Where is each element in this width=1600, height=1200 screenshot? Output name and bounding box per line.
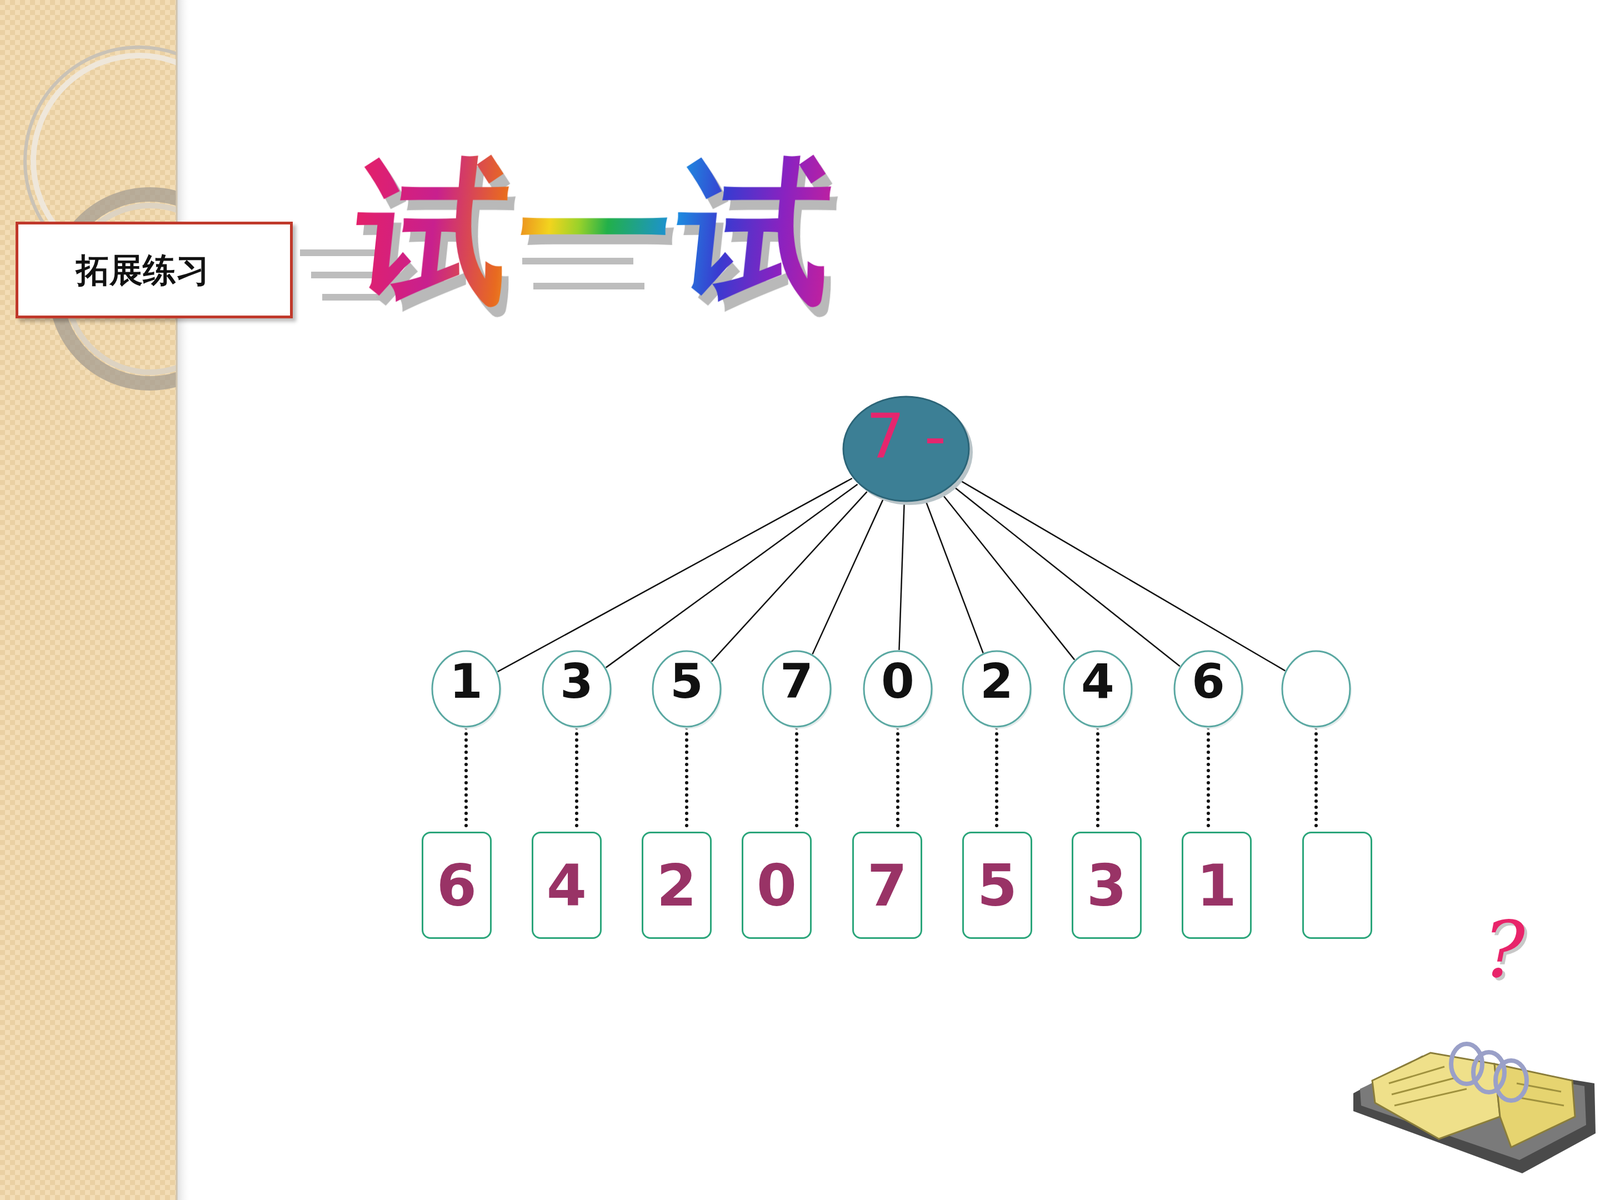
number-text: 4 bbox=[1081, 657, 1115, 705]
ellipse-fill bbox=[843, 396, 969, 502]
dotted-connector bbox=[575, 727, 579, 832]
number-circle: 4 bbox=[1062, 650, 1133, 728]
answer-number: 6 bbox=[436, 856, 477, 915]
dotted-connector bbox=[1096, 727, 1100, 832]
answer-box: 5 bbox=[962, 831, 1033, 939]
number-text: 5 bbox=[670, 657, 704, 705]
ring bbox=[1451, 1043, 1483, 1084]
ellipse-outline bbox=[432, 651, 500, 727]
ellipse-outline bbox=[863, 651, 932, 727]
dotted-connector bbox=[1206, 727, 1210, 832]
number-circle bbox=[1281, 650, 1352, 728]
number-text: 7 bbox=[780, 657, 814, 705]
ellipse-outline bbox=[652, 651, 721, 727]
dotted-connector bbox=[795, 727, 799, 832]
number-circle: 6 bbox=[1173, 650, 1244, 728]
number-text: 2 bbox=[980, 657, 1014, 705]
branch-line bbox=[925, 500, 984, 654]
dotted-connector bbox=[995, 727, 999, 832]
question-mark: ? bbox=[1483, 911, 1525, 989]
text-line bbox=[1391, 1077, 1456, 1095]
answer-number: 3 bbox=[1086, 856, 1127, 915]
title-wordart: 试一试 bbox=[345, 138, 849, 326]
branch-line bbox=[497, 478, 853, 672]
ellipse-outline bbox=[1063, 651, 1132, 727]
number-ellipse bbox=[1281, 650, 1352, 728]
number-circle: 5 bbox=[651, 650, 722, 728]
answer-number: 7 bbox=[867, 856, 908, 915]
branch-line bbox=[711, 491, 868, 662]
answer-box: 6 bbox=[421, 831, 492, 939]
answer-number: 5 bbox=[977, 856, 1018, 915]
ellipse-outline bbox=[962, 651, 1031, 727]
section-title: 拓展练习 bbox=[76, 253, 210, 287]
number-circle: 7 bbox=[761, 650, 832, 728]
number-circle: 3 bbox=[541, 650, 612, 728]
answer-number: 1 bbox=[1196, 856, 1237, 915]
number-text: 6 bbox=[1191, 657, 1225, 705]
number-text: 1 bbox=[449, 657, 483, 705]
book-clipart bbox=[1353, 1043, 1596, 1174]
ring bbox=[1495, 1060, 1527, 1101]
answer-number: 2 bbox=[656, 856, 697, 915]
number-circle: 1 bbox=[431, 650, 502, 728]
strip-edge bbox=[176, 0, 178, 1200]
book-rings bbox=[1451, 1043, 1527, 1101]
answer-box: 3 bbox=[1071, 831, 1142, 939]
branch-line bbox=[812, 499, 883, 655]
branch-line bbox=[958, 480, 1285, 672]
operator-circle: 7 - bbox=[841, 395, 971, 503]
answer-box bbox=[1302, 831, 1373, 939]
answer-box: 1 bbox=[1181, 831, 1252, 939]
dotted-connector bbox=[685, 727, 689, 832]
answer-box: 4 bbox=[531, 831, 602, 939]
number-circle: 2 bbox=[961, 650, 1032, 728]
text-line bbox=[1516, 1097, 1564, 1106]
operator-text: 7 - bbox=[866, 406, 947, 468]
strip-shadow bbox=[176, 0, 192, 1200]
ellipse-outline bbox=[1174, 651, 1243, 727]
text-line bbox=[1394, 1088, 1467, 1106]
section-tag: 拓展练习 bbox=[15, 221, 293, 319]
book-page bbox=[1494, 1063, 1575, 1148]
answer-box: 2 bbox=[641, 831, 712, 939]
number-text: 0 bbox=[881, 657, 915, 705]
dotted-connector bbox=[1314, 727, 1318, 832]
answer-box: 0 bbox=[741, 831, 812, 939]
answer-number: 0 bbox=[756, 856, 797, 915]
answer-number: 4 bbox=[546, 856, 587, 915]
text-line bbox=[1388, 1066, 1445, 1084]
number-circle: 0 bbox=[862, 650, 933, 728]
ellipse-outline bbox=[762, 651, 831, 727]
ring bbox=[1473, 1052, 1505, 1093]
branch-line bbox=[952, 486, 1180, 667]
dotted-connector bbox=[464, 727, 468, 832]
branch-line bbox=[941, 493, 1075, 660]
branch-line bbox=[898, 502, 904, 650]
dotted-connector bbox=[896, 727, 900, 832]
answer-box: 7 bbox=[852, 831, 923, 939]
ellipse-outline bbox=[542, 651, 611, 727]
number-text: 3 bbox=[560, 657, 594, 705]
ellipse-outline bbox=[1282, 651, 1350, 727]
